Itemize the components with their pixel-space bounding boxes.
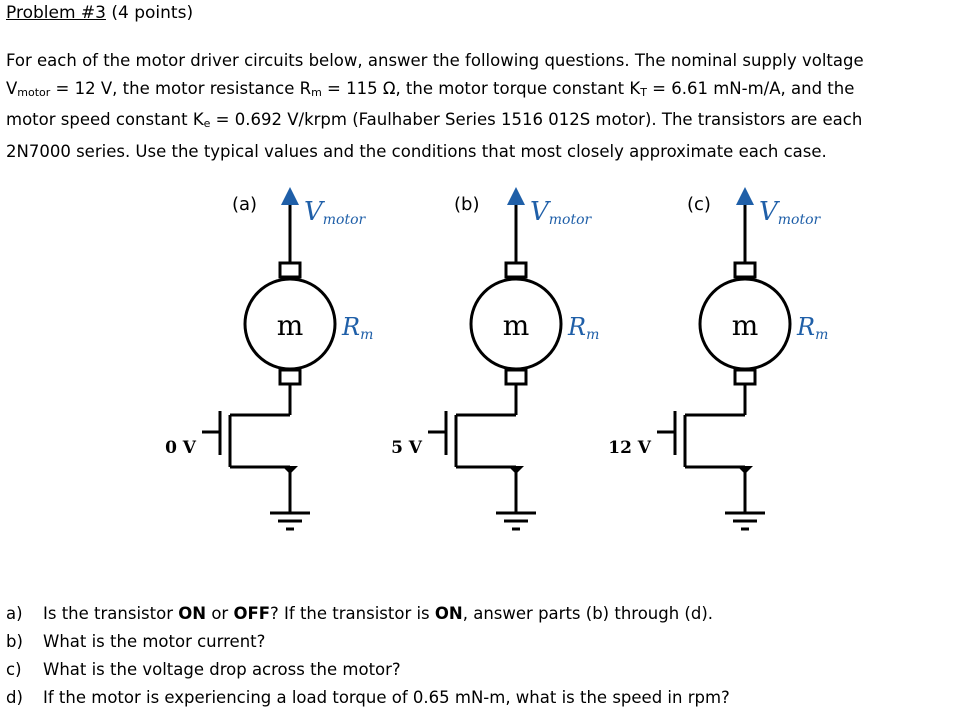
intro-line-3: motor speed constant Ke = 0.692 V/krpm (… <box>6 110 863 130</box>
circuit-diagrams: (a) Vmotor m Rm 0 V (b) Vmotor m Rm 5 V … <box>165 185 828 531</box>
circuit-c-gate-voltage: 12 V <box>608 438 652 458</box>
circuit-b-motor: m <box>503 309 530 342</box>
problem-statement: For each of the motor driver circuits be… <box>6 47 971 165</box>
circuit-c-motor: m <box>732 309 759 342</box>
intro-line-2: Vmotor = 12 V, the motor resistance Rm =… <box>6 78 855 99</box>
question-a: a)Is the transistor ON or OFF? If the tr… <box>6 604 714 623</box>
question-b: b)What is the motor current? <box>6 632 266 651</box>
circuit-a: (a) Vmotor m Rm 0 V <box>165 185 373 531</box>
circuit-c-resistance: Rm <box>796 313 828 343</box>
problem-points: (4 points) <box>111 3 194 23</box>
circuit-a-supply: Vmotor <box>304 197 367 228</box>
circuit-b-label: (b) <box>454 194 479 215</box>
circuit-b-resistance: Rm <box>567 313 599 343</box>
problem-title: Problem #3 <box>6 3 106 23</box>
circuit-b-gate-voltage: 5 V <box>391 438 423 458</box>
circuit-b-supply: Vmotor <box>530 197 593 228</box>
circuit-a-resistance: Rm <box>341 313 373 343</box>
circuit-b: (b) Vmotor m Rm 5 V <box>391 185 599 531</box>
question-list: a)Is the transistor ON or OFF? If the tr… <box>6 600 730 712</box>
intro-line-1: For each of the motor driver circuits be… <box>6 51 864 70</box>
problem-header: Problem #3 (4 points) <box>6 3 193 23</box>
circuit-a-label: (a) <box>232 194 257 215</box>
circuit-c-supply: Vmotor <box>759 197 822 228</box>
question-c: c)What is the voltage drop across the mo… <box>6 660 401 679</box>
circuit-a-motor: m <box>277 309 304 342</box>
question-d: d)If the motor is experiencing a load to… <box>6 688 730 707</box>
intro-line-4: 2N7000 series. Use the typical values an… <box>6 141 827 161</box>
circuit-c-label: (c) <box>687 194 711 215</box>
circuit-a-gate-voltage: 0 V <box>165 438 197 458</box>
circuit-c: (c) Vmotor m Rm 12 V <box>608 185 828 531</box>
